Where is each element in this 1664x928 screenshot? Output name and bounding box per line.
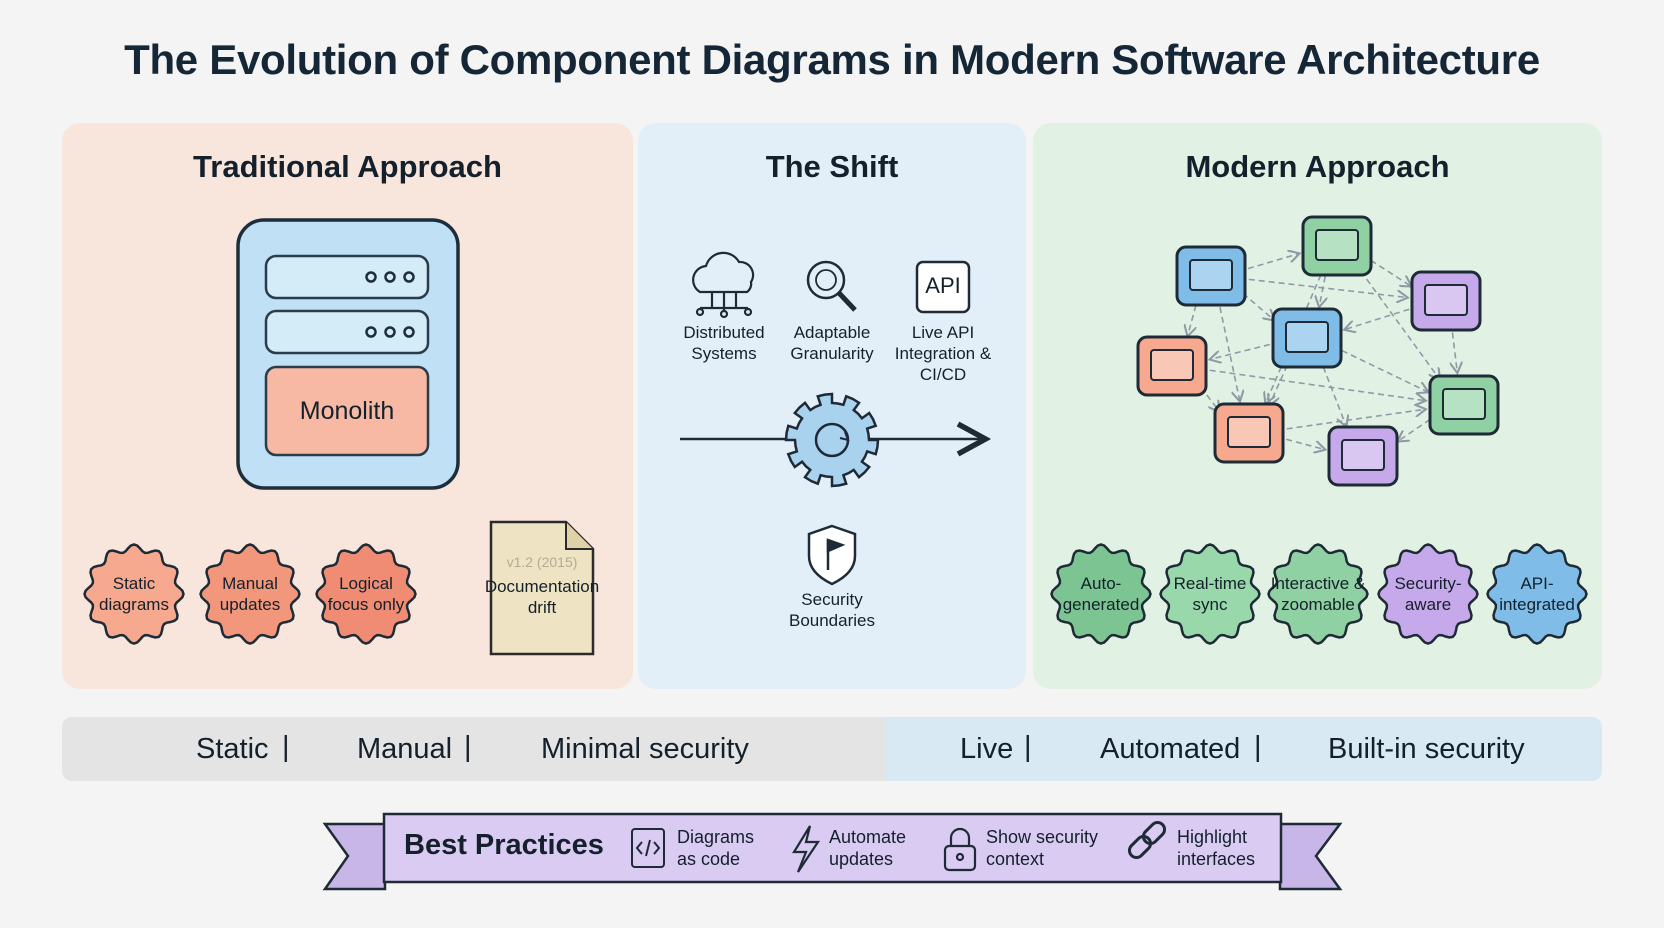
network-edge [1341,349,1427,392]
api-icon-text: API [925,273,961,298]
traditional-title: Traditional Approach [193,149,502,184]
trad-badge-shape-1 [199,543,301,645]
api-icon [915,260,971,314]
bp-automate-updates: Automate updates [829,827,907,869]
component-node-2 [1410,270,1482,332]
bar-built-in-security: Built-in security [1328,733,1525,765]
shift-panel: The Shift [638,123,1026,689]
live-api-label: Live API Integration & CI/CD [894,323,992,384]
badge-manual-updates: Manual updates [219,574,281,614]
bar-static: Static [196,733,269,765]
component-node-3 [1271,307,1343,369]
trad-badge-shape-2 [315,543,417,645]
page-title: The Evolution of Component Diagrams in M… [124,36,1540,83]
bar-sep-2: | [464,731,472,763]
bp-highlight-interfaces: Highlight interfaces [1177,827,1256,869]
bar-sep-3: | [1024,731,1032,763]
cloud-network-icon [692,251,755,319]
network-edge [1370,259,1410,285]
magnifier-icon [806,260,857,312]
badge-logical-focus: Logical focus only [327,574,405,614]
network-edge [1346,308,1410,329]
badge-static-diagrams: Static diagrams [99,574,169,614]
documentation-drift-label: Documentation drift [484,577,600,617]
network-edge [1247,254,1298,270]
component-node-1 [1301,215,1373,277]
modern-badge-shape-0 [1050,543,1152,645]
trad-badge-shape-0 [83,543,185,645]
documentation-page-icon [489,520,595,656]
badge-auto-generated: Auto-generated [1062,574,1140,614]
bar-live: Live [960,733,1014,765]
lock-icon [943,827,977,872]
gear-sync-icon [784,392,880,488]
shift-title: The Shift [765,149,899,184]
network-edge [1322,366,1346,425]
badge-api-integrated: API-integrated [1499,574,1575,614]
network-edge [1242,292,1273,319]
network-edge [1399,418,1431,440]
bar-manual: Manual [357,733,453,765]
badge-real-time-sync: Real-time sync [1173,574,1247,614]
bar-sep-4: | [1254,731,1262,763]
modern-badge-shape-3 [1377,543,1479,645]
modern-badge-shape-4 [1486,543,1588,645]
bar-sep-1: | [282,731,290,763]
network-edge [1266,274,1322,402]
distributed-systems-label: Distributed Systems [683,323,765,363]
network-edge [1188,305,1197,334]
monolith-server-icon [236,218,460,490]
modern-badge-shape-1 [1159,543,1261,645]
component-node-0 [1175,245,1247,307]
component-node-5 [1428,374,1500,436]
bar-minimal-security: Minimal security [541,733,749,765]
code-doc-icon [631,828,665,868]
network-edge [1286,438,1324,449]
doc-version-stamp: v1.2 (2015) [506,554,578,570]
monolith-label: Monolith [299,396,395,425]
modern-badge-shape-2 [1267,543,1369,645]
network-edge [1209,369,1425,400]
lightning-icon [792,825,821,873]
comparison-bar [62,717,1602,781]
network-edge [1360,270,1439,378]
network-edge [1270,364,1288,404]
best-practices-title: Best Practices [404,829,604,861]
bp-show-security-context: Show security context [986,827,1099,869]
badge-security-aware: Security-aware [1394,574,1462,614]
component-node-6 [1213,402,1285,464]
bar-automated: Automated [1100,733,1241,765]
link-icon [1127,820,1167,860]
network-edge [1452,332,1457,372]
network-edge [1319,276,1325,305]
bp-diagrams-as-code: Diagrams as code [677,827,755,869]
network-edge [1211,343,1270,359]
network-edge [1286,409,1425,430]
component-node-4 [1136,335,1208,397]
adaptable-granularity-label: Adaptable Granularity [790,323,874,363]
modern-title: Modern Approach [1185,149,1450,184]
security-shield-icon [807,524,857,586]
network-edge [1248,278,1406,297]
best-practices-ribbon [322,812,1343,891]
badge-interactive-zoomable: Interactive & zoomable [1270,574,1366,614]
component-node-7 [1327,425,1399,487]
security-boundaries-label: Security Boundaries [788,590,875,630]
network-edge [1219,306,1240,400]
